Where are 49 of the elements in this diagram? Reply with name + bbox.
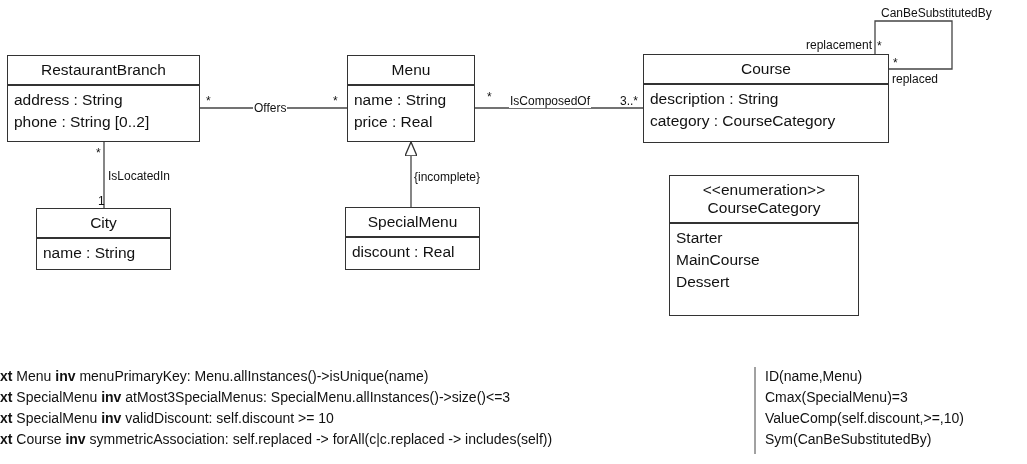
enumeration-name: <<enumeration>> CourseCategory <box>701 181 827 217</box>
multiplicity: 3..* <box>620 94 638 108</box>
constraint-pattern: Sym(CanBeSubstitutedBy) <box>765 430 932 448</box>
multiplicity: * <box>206 94 211 108</box>
ocl-constraint: xt Course inv symmetricAssociation: self.replaced -> forAll(c|c.replaced -> includes(self)) <box>0 430 553 448</box>
attribute: phone : String [0..2] <box>14 112 150 132</box>
attribute: description : String <box>650 89 779 109</box>
association-name: CanBeSubstitutedBy <box>880 6 993 20</box>
multiplicity: * <box>877 39 882 53</box>
association-line <box>874 20 953 70</box>
attribute: name : String <box>43 243 136 263</box>
class-box <box>7 55 200 142</box>
association-name: Offers <box>253 101 288 115</box>
class-box <box>643 54 889 143</box>
multiplicity: 1 <box>98 194 105 208</box>
association-name: {incomplete} <box>413 170 482 184</box>
attribute: address : String <box>14 90 123 110</box>
association-name: IsComposedOf <box>509 94 592 108</box>
attribute: name : String <box>354 90 447 110</box>
generalization-arrow <box>404 141 418 208</box>
association-name: IsLocatedIn <box>107 169 172 183</box>
attribute: discount : Real <box>352 242 455 262</box>
enumeration-literal: Starter <box>676 228 723 248</box>
class-name: SpecialMenu <box>367 213 458 231</box>
enumeration-literal: MainCourse <box>676 250 760 270</box>
multiplicity: * <box>333 94 338 108</box>
class-name: RestaurantBranch <box>41 61 166 79</box>
class-box <box>345 207 480 270</box>
ocl-constraint: xt SpecialMenu inv atMost3SpecialMenus: SpecialMenu.allInstances()->size()<=3 <box>0 388 511 406</box>
role-name: replacement <box>806 38 873 52</box>
ocl-constraint: xt SpecialMenu inv validDiscount: self.discount >= 10 <box>0 409 334 427</box>
association-line <box>103 141 105 209</box>
class-name: City <box>90 214 117 232</box>
enumeration-literal: Dessert <box>676 272 730 292</box>
class-box <box>36 208 171 270</box>
constraint-pattern: Cmax(SpecialMenu)=3 <box>765 388 908 406</box>
constraint-pattern: ValueComp(self.discount,>=,10) <box>765 409 964 427</box>
multiplicity: * <box>96 146 101 160</box>
class-box <box>347 55 475 142</box>
attribute: category : CourseCategory <box>650 111 836 131</box>
class-name: Course <box>741 60 791 78</box>
constraint-pattern: ID(name,Menu) <box>765 367 863 385</box>
attribute: price : Real <box>354 112 433 132</box>
multiplicity: * <box>893 56 898 70</box>
multiplicity: * <box>487 90 492 104</box>
role-name: replaced <box>892 72 939 86</box>
class-name: Menu <box>391 61 431 79</box>
enumeration-box <box>669 175 859 316</box>
ocl-constraint: xt Menu inv menuPrimaryKey: Menu.allInstances()->isUnique(name) <box>0 367 429 385</box>
